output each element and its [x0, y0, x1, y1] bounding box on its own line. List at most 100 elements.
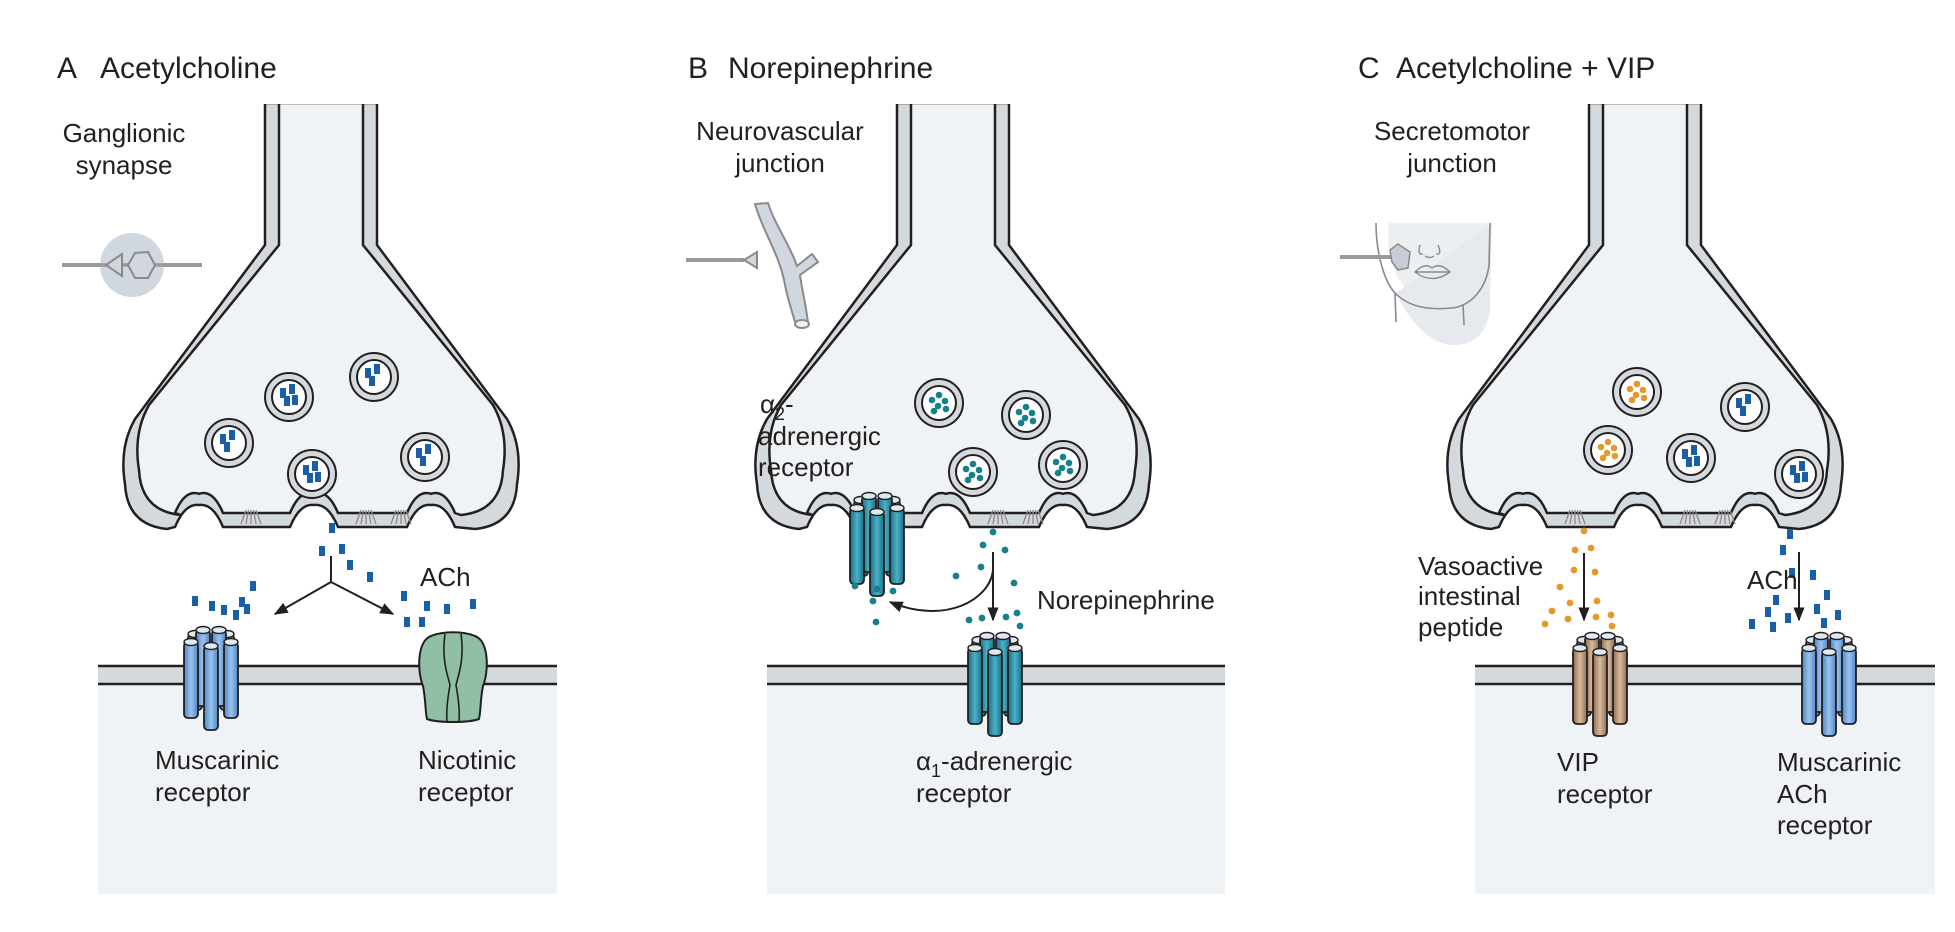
- postsyn-receptor-line2: receptor: [916, 778, 1012, 808]
- ach-molecule: [419, 617, 425, 627]
- vip-molecule: [1611, 452, 1619, 460]
- ach-molecule: [319, 546, 325, 556]
- muscarinic-ach-receptor: [1801, 631, 1857, 737]
- ach-molecule: [233, 610, 239, 620]
- ne-molecule: [1022, 403, 1030, 411]
- ach-molecule: [315, 472, 321, 482]
- peptide-label-line3: peptide: [1418, 612, 1503, 642]
- ne-molecule: [968, 471, 976, 479]
- ne-molecule: [975, 466, 983, 474]
- postsynaptic-membrane: [1475, 666, 1935, 684]
- ach-molecule: [209, 601, 215, 611]
- site-label-line2: junction: [734, 148, 825, 178]
- site-label-line1: Neurovascular: [696, 116, 864, 146]
- vesicle: [1720, 382, 1770, 432]
- vip-molecule: [1597, 443, 1605, 451]
- ach-molecule: [1749, 619, 1755, 629]
- ach-molecule: [1802, 472, 1808, 482]
- ne-molecule: [969, 460, 977, 468]
- vesicle: [948, 447, 998, 497]
- receptor-label-left-line1: VIP: [1557, 747, 1599, 777]
- ach-molecule: [1821, 618, 1827, 628]
- active-zone-icon: [1679, 509, 1701, 525]
- presyn-receptor-alpha: α2-: [760, 389, 794, 424]
- postsynaptic-cytoplasm: [1475, 684, 1935, 894]
- ach-molecule: [1790, 465, 1796, 475]
- active-zone-icon: [1564, 509, 1586, 525]
- ach-molecule: [284, 396, 290, 406]
- receptor-label-right-line3: receptor: [1777, 810, 1873, 840]
- postsyn-receptor-line1: α1-adrenergic: [916, 746, 1073, 781]
- transmitter-label: ACh: [420, 562, 471, 592]
- presyn-receptor-line3: receptor: [758, 452, 854, 482]
- vesicle: [287, 449, 337, 499]
- alpha1-adrenergic-receptor: [967, 631, 1023, 737]
- vesicle: [264, 372, 314, 422]
- ach-molecule: [369, 376, 375, 386]
- ne-molecule: [989, 528, 997, 536]
- ach-molecule: [367, 572, 373, 582]
- vesicle: [204, 418, 254, 468]
- vesicle: [349, 352, 399, 402]
- vip-molecule: [1640, 394, 1648, 402]
- terminal-cut: [883, 96, 1023, 104]
- ne-molecule: [965, 616, 973, 624]
- ach-molecule: [221, 605, 227, 615]
- vesicle: [1666, 433, 1716, 483]
- ne-molecule: [1066, 467, 1074, 475]
- ach-molecule: [1686, 457, 1692, 467]
- ach-molecule: [1835, 610, 1841, 620]
- vesicle: [400, 432, 450, 482]
- terminal-cytoplasm: [1460, 101, 1830, 517]
- transmitter-label: ACh: [1747, 565, 1798, 595]
- ach-molecule: [1824, 590, 1830, 600]
- blood-vessel-icon: [686, 201, 820, 329]
- face-salivary-gland-icon: [1340, 222, 1492, 345]
- vip-molecule: [1570, 566, 1578, 574]
- vip-molecule: [1603, 449, 1611, 457]
- receptor-label-right-line2: receptor: [418, 777, 514, 807]
- vip-molecule: [1626, 385, 1634, 393]
- postsynaptic-cell: [98, 664, 557, 894]
- presyn-receptor-line2: adrenergic: [758, 421, 881, 451]
- vesicle: [1583, 425, 1633, 475]
- vesicle: [1612, 367, 1662, 417]
- ne-molecule: [979, 541, 987, 549]
- ne-molecule: [1001, 546, 1009, 554]
- arrow-icon: [888, 569, 994, 613]
- ach-molecule: [1682, 449, 1688, 459]
- terminal-cut: [1575, 96, 1715, 104]
- receptor-label-left-line2: receptor: [1557, 779, 1653, 809]
- ne-molecule: [851, 582, 859, 590]
- postsynaptic-cytoplasm: [98, 684, 557, 894]
- vesicle: [1001, 390, 1051, 440]
- receptor-label-left-line1: Muscarinic: [155, 745, 279, 775]
- ne-molecule: [872, 618, 880, 626]
- vip-molecule: [1593, 597, 1601, 605]
- ne-molecule: [941, 397, 949, 405]
- vesicle: [1038, 440, 1088, 490]
- vip-molecule: [1587, 544, 1595, 552]
- ach-molecule: [239, 597, 245, 607]
- ach-molecule: [416, 448, 422, 458]
- ne-molecule: [1015, 408, 1023, 416]
- vip-molecule: [1564, 615, 1572, 623]
- ach-molecule: [307, 473, 313, 483]
- ach-molecule: [420, 456, 426, 466]
- ne-molecule: [869, 597, 877, 605]
- ach-molecule: [220, 434, 226, 444]
- ach-molecule: [339, 544, 345, 554]
- ach-molecule: [424, 601, 430, 611]
- active-zone-icon: [1714, 509, 1736, 525]
- postsynaptic-cell: [1475, 664, 1935, 894]
- ach-molecule: [292, 395, 298, 405]
- ne-molecule: [962, 465, 970, 473]
- ne-molecule: [1016, 622, 1024, 630]
- vip-molecule: [1541, 620, 1549, 628]
- vip-molecule: [1556, 583, 1564, 591]
- ach-molecule: [1785, 613, 1791, 623]
- ach-molecule: [1694, 456, 1700, 466]
